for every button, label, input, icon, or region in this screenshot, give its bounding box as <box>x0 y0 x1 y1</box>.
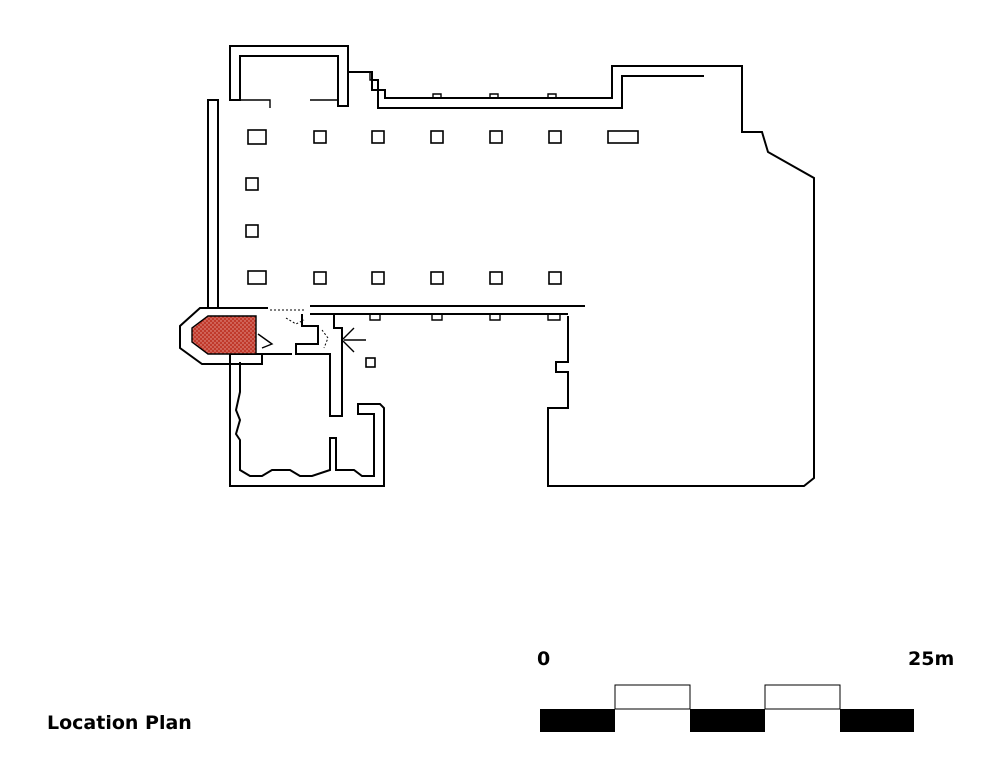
scale-segment-black <box>540 709 615 732</box>
entrance-door-swing <box>321 329 329 349</box>
scale-segment-black <box>690 709 765 732</box>
entrance-arrow-icon <box>341 327 366 353</box>
pillar <box>313 130 327 144</box>
chapel-door <box>257 333 274 349</box>
pillar <box>430 271 444 285</box>
pillar <box>489 130 503 144</box>
plan-title: Location Plan <box>47 712 192 734</box>
main-hall-north-inner-wall <box>372 75 704 109</box>
north-wall-buttresses <box>432 93 557 98</box>
pillar <box>489 271 503 285</box>
scale-segment-white <box>764 684 841 710</box>
entrance-passage-wall <box>295 314 343 417</box>
tower-inner-wall <box>240 71 378 108</box>
main-hall-north-wall <box>348 65 815 487</box>
scale-segment-white <box>614 684 691 710</box>
pillar <box>371 130 385 144</box>
pillar <box>247 129 267 145</box>
pillar <box>247 270 267 285</box>
main-hall-west-wall <box>207 99 219 309</box>
pillar <box>607 130 639 144</box>
pillar <box>245 224 259 238</box>
scale-start-label: 0 <box>537 648 551 670</box>
pillar <box>313 271 327 285</box>
pillar <box>365 357 376 368</box>
doorway-opening <box>270 309 306 325</box>
chapel-outer-wall <box>179 307 268 365</box>
pillars <box>245 129 639 368</box>
north-west-tower-wall <box>229 45 349 107</box>
scale-segment-black <box>840 709 914 732</box>
pillar <box>430 130 444 144</box>
pillar <box>548 130 562 144</box>
scale-bar <box>540 684 914 732</box>
highlighted-chapel <box>191 315 257 355</box>
south-wall-buttresses <box>369 314 561 321</box>
pillar <box>548 271 562 285</box>
building-outline <box>179 45 815 487</box>
pillar <box>371 271 385 285</box>
pillar <box>245 177 259 191</box>
south-west-annex-wall <box>229 353 385 487</box>
scale-end-label: 25m <box>908 648 955 670</box>
